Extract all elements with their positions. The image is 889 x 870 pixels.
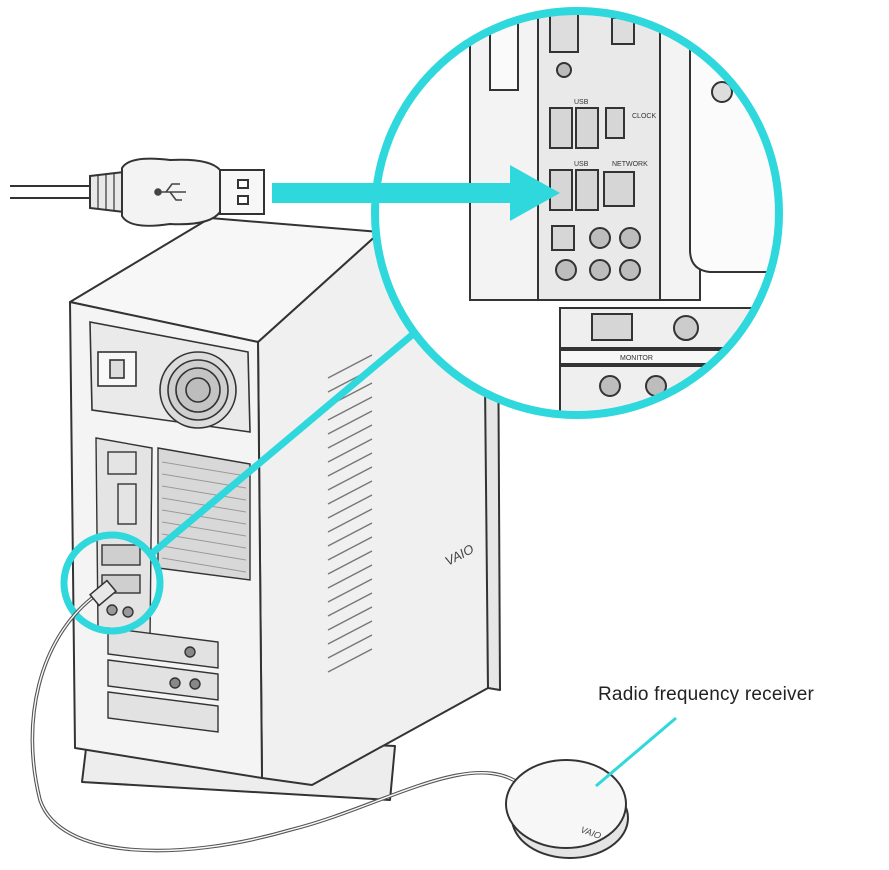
insert-arrow xyxy=(272,165,560,221)
magnify-beam-line xyxy=(147,332,415,558)
clock-label: CLOCK xyxy=(632,113,656,120)
expansion-slots xyxy=(107,627,219,733)
magnified-port-view: USB CLOCK USB NETWORK MONITOR xyxy=(371,7,783,419)
usb-top-label: USB xyxy=(574,99,589,106)
receiver-cable xyxy=(30,579,522,853)
power-supply xyxy=(89,321,251,433)
usb-bottom-label: USB xyxy=(574,161,589,168)
port-highlight-circle xyxy=(60,531,164,635)
magnified-circle-outline xyxy=(371,7,783,419)
side-vents xyxy=(327,354,373,673)
radio-frequency-receiver xyxy=(505,759,629,859)
usb-plug xyxy=(10,157,265,227)
usb-symbol-icon xyxy=(154,183,186,201)
callout-label: Radio frequency receiver xyxy=(598,684,815,705)
monitor-label: MONITOR xyxy=(620,355,653,362)
callout-leader-line xyxy=(595,716,677,788)
network-label: NETWORK xyxy=(612,161,648,168)
